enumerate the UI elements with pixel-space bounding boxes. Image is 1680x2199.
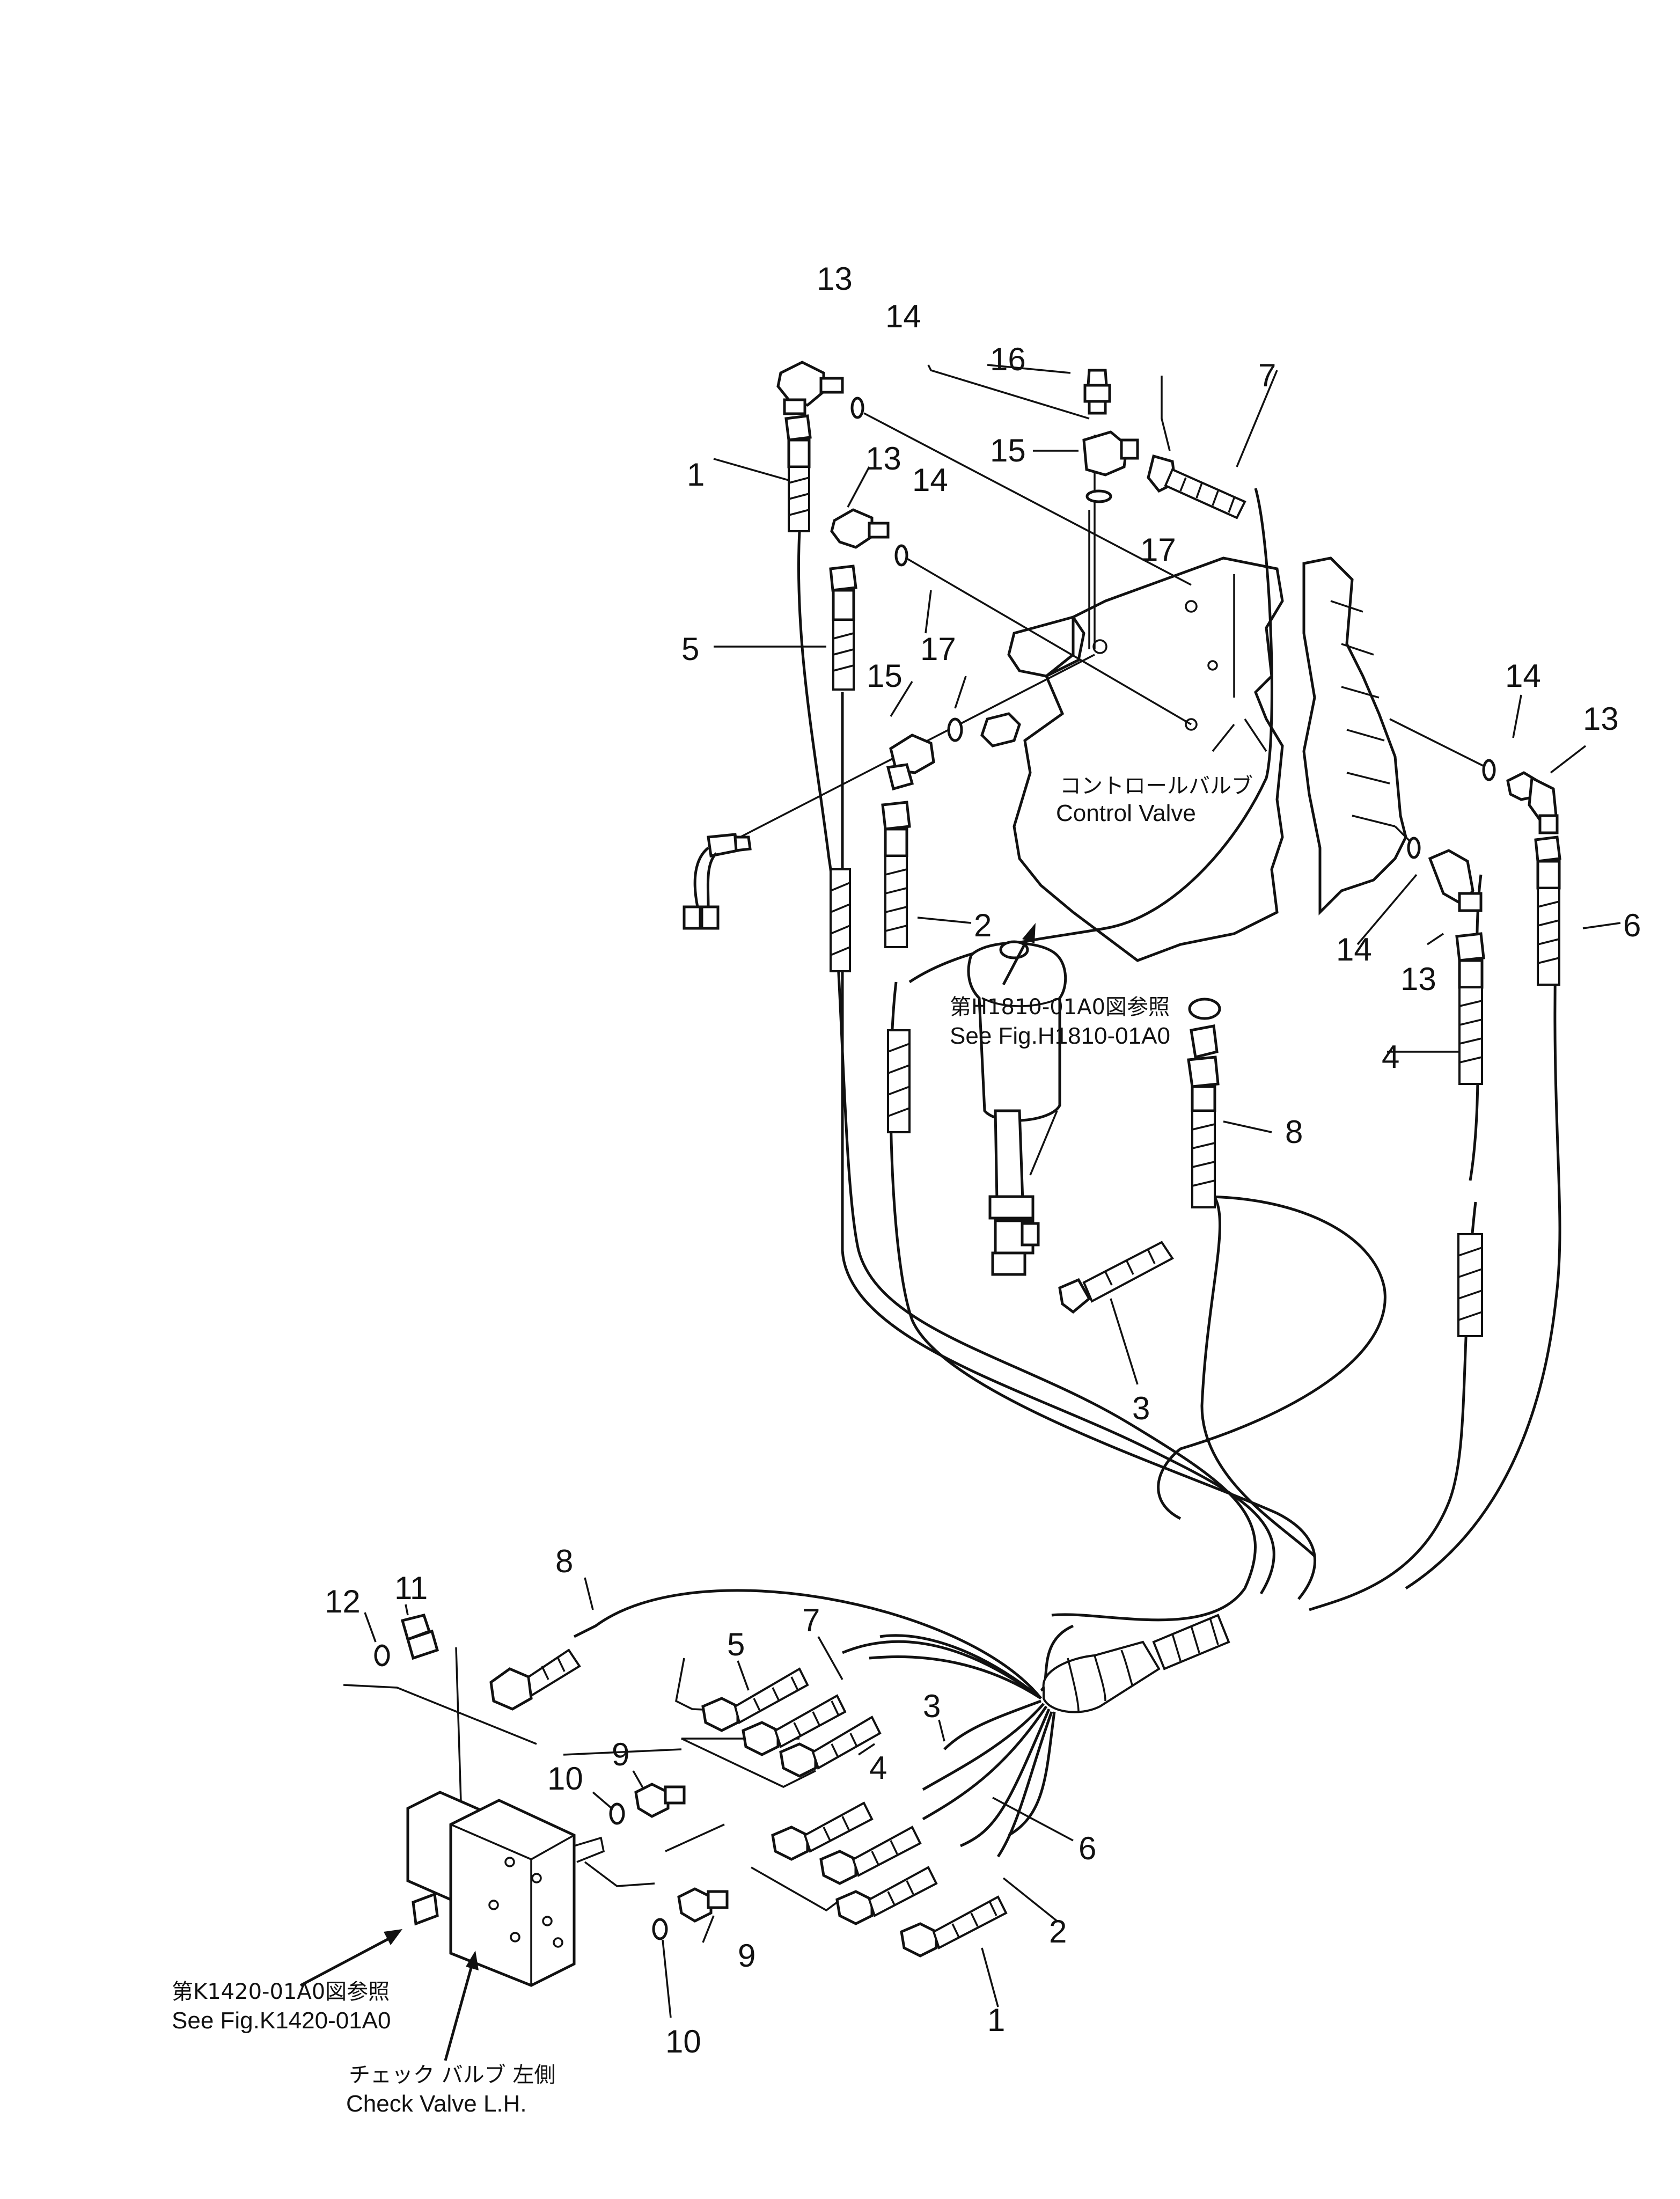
control-valve-label-en: Control Valve [1056,800,1196,826]
adapter-9b [677,1887,729,1923]
label-14: 14 [1505,658,1541,694]
hose-end-6 [1534,835,1561,986]
bot-hose-end-1 [900,1895,1008,1958]
label-7: 7 [802,1602,820,1638]
label-14: 14 [912,462,948,498]
label-7: 7 [1258,357,1276,393]
bot-hose-end-4 [779,1716,882,1778]
o-ring-10b [652,1918,668,1940]
top-fittings [683,361,1561,1337]
plug-11 [400,1614,439,1660]
elbow-fitting-13b [830,508,890,549]
elbow-fitting-15b [886,734,935,791]
note-see-k1420-en: See Fig.K1420-01A0 [172,2007,391,2034]
label-14: 14 [885,298,921,334]
o-ring-12 [374,1644,390,1667]
label-5: 5 [727,1626,745,1662]
bot-hose-end-2b [835,1866,938,1925]
hose-end-8 [1187,1024,1220,1208]
label-14: 14 [1336,932,1372,967]
snap-ring [1188,998,1221,1020]
arrow-see-h1810 [1002,933,1032,986]
control-valve-label-jp: コントロールバルブ [1060,774,1253,798]
label-8: 8 [1285,1114,1303,1150]
note-see-k1420-jp: 第K1420-01A0図参照 [172,1980,390,2004]
label-8: 8 [555,1543,573,1579]
label-15: 15 [867,658,903,694]
bot-hose-end-6 [771,1801,874,1861]
label-17: 17 [1140,532,1176,568]
label-11: 11 [394,1570,428,1606]
label-3: 3 [1132,1390,1150,1426]
label-1: 1 [687,457,705,493]
hose-end-2 [881,801,911,948]
o-ring-10a [609,1802,625,1825]
reference-notes: 第H1810-01A0図参照 See Fig.H1810-01A0 第K1420… [172,995,1170,2117]
note-check-valve-en: Check Valve L.H. [346,2091,527,2117]
bot-hose-end-2a [819,1826,922,1885]
arrow-see-k1420 [299,1936,393,1987]
label-6: 6 [1079,1830,1096,1866]
label-4: 4 [869,1750,887,1786]
bot-hose-end-8 [489,1648,581,1711]
label-6: 6 [1623,907,1641,943]
note-see-h1810-jp: 第H1810-01A0図参照 [950,995,1170,1020]
pressure-sensor [683,833,752,930]
label-1: 1 [987,2002,1005,2038]
plug-16 [1083,369,1111,415]
note-see-h1810-en: See Fig.H1810-01A0 [950,1023,1170,1049]
label-13: 13 [817,261,853,297]
line-filter [967,940,1067,1276]
bot-hose-end-5 [701,1667,809,1732]
control-valve: コントロールバルブ Control Valve [980,556,1407,962]
check-valve-block [406,1791,605,1987]
o-ring-14d [1407,837,1421,859]
o-ring-14c [1482,759,1496,781]
label-9: 9 [612,1736,629,1772]
label-5: 5 [681,631,699,667]
label-17: 17 [920,631,956,667]
elbow-fitting-13d [1428,849,1483,912]
hose-end-3 [1058,1241,1174,1314]
label-10: 10 [665,2024,701,2059]
hoses [343,488,1561,1912]
note-check-valve-jp: チェック バルブ 左側 [349,2063,555,2087]
o-ring-17b [947,717,963,742]
label-2: 2 [1049,1914,1067,1949]
label-13: 13 [1583,701,1619,737]
label-4: 4 [1382,1039,1399,1075]
label-3: 3 [923,1688,941,1724]
elbow-fitting-13a [776,361,844,415]
bundle-sleeve [1042,1614,1230,1713]
adapter-9a [634,1783,686,1818]
label-12: 12 [325,1584,361,1619]
elbow-fitting-13c [1506,771,1559,834]
hose-end-5 [829,565,857,691]
label-13: 13 [1400,961,1436,997]
label-2: 2 [974,907,992,943]
label-16: 16 [990,341,1026,377]
bot-hose-end-7 [742,1694,847,1756]
hose-end-1 [784,414,812,532]
o-ring-14b [894,544,908,567]
hose-end-4 [1455,932,1485,1085]
arrow-check-valve [444,1963,474,2061]
elbow-fitting-15a [1082,430,1139,477]
part-number-labels: 13 14 16 7 1 15 13 14 17 5 15 17 14 13 2… [325,261,1641,2059]
label-15: 15 [990,433,1026,468]
hose-end-7 [1147,454,1246,519]
bottom-fittings [299,923,1230,2061]
label-10: 10 [547,1761,583,1797]
label-9: 9 [738,1938,755,1974]
o-ring-14a [850,397,864,419]
o-ring-17a [1085,489,1112,503]
label-13: 13 [865,441,901,477]
